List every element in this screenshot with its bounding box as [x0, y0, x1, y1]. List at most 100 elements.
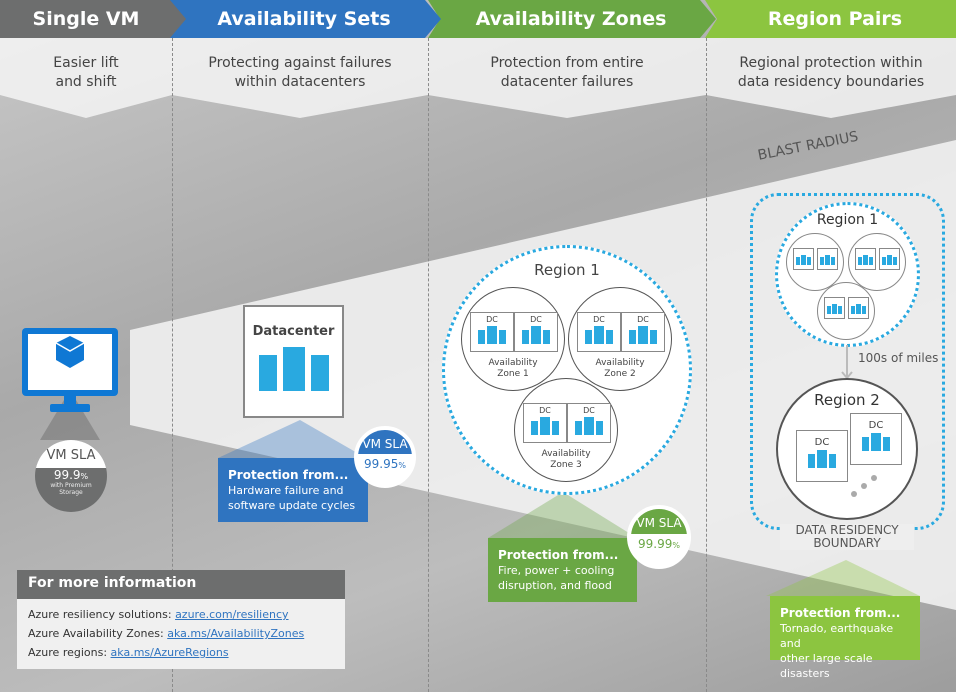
desc-line: Protection from entire [490, 55, 644, 71]
column-divider [428, 38, 429, 692]
dc-icon [879, 248, 900, 270]
boundary-label: DATA RESIDENCY BOUNDARY [780, 524, 914, 550]
info-row: Azure Availability Zones: aka.ms/Availab… [28, 624, 334, 643]
dc-icon: DC [567, 403, 611, 443]
protection-text: Tornado, earthquake and [780, 622, 894, 650]
region-label: Region 1 [534, 261, 600, 279]
header-availability-sets: Availability Sets [217, 8, 391, 30]
sla-note: Storage [59, 489, 83, 496]
dc-label: DC [486, 315, 498, 324]
sla-title: VM SLA [631, 509, 687, 534]
sla-badge-availability-sets: VM SLA 99.95% [354, 426, 416, 488]
zone-label-line: Zone 3 [550, 460, 582, 470]
dc-icon: DC [621, 312, 665, 352]
header-availability-zones: Availability Zones [475, 8, 667, 30]
pointer-green [488, 492, 637, 538]
chevron-blue [168, 0, 441, 38]
dc-label: DC [539, 406, 551, 415]
zone-label-line: Availability [595, 358, 645, 368]
protection-text: software update cycles [228, 499, 356, 512]
mini-zone [786, 233, 844, 291]
arrow-down-icon [841, 345, 853, 380]
protection-box-region-pairs: Protection from... Tornado, earthquake a… [770, 596, 920, 680]
dc-label: DC [868, 420, 884, 431]
desc-region-pairs: Regional protection within data residency… [706, 54, 956, 92]
sla-unit: % [80, 472, 89, 481]
column-divider [706, 38, 707, 692]
mini-zone [848, 233, 906, 291]
dc-icon: DC [523, 403, 567, 443]
server-rack-icon [578, 326, 620, 344]
virtual-machine-icon [22, 328, 118, 412]
column-divider [172, 38, 173, 692]
pointer-lightgreen [766, 560, 920, 596]
protection-title: Protection from... [228, 468, 349, 482]
protection-text: Fire, power + cooling [498, 564, 615, 577]
dc-icon: DC [850, 413, 902, 465]
more-info-panel: For more information Azure resiliency so… [17, 570, 345, 669]
desc-line: within datacenters [234, 74, 366, 90]
protection-title: Protection from... [780, 606, 901, 620]
info-row: Azure regions: aka.ms/AzureRegions [28, 643, 334, 662]
mini-zone [817, 282, 875, 340]
protection-box-availability-sets: Protection from... Hardware failure and … [218, 458, 368, 522]
azure-regions-link[interactable]: aka.ms/AzureRegions [110, 646, 229, 659]
desc-line: Regional protection within [739, 55, 923, 71]
desc-availability-sets: Protecting against failures within datace… [172, 54, 428, 92]
chevron-gray [0, 0, 186, 38]
desc-line: data residency boundaries [737, 74, 925, 90]
info-label: Azure regions: [28, 646, 111, 659]
server-rack-icon [622, 326, 664, 344]
sla-unit: % [398, 461, 406, 470]
protection-text: disruption, and flood [498, 579, 612, 592]
more-dots-icon [851, 475, 877, 497]
server-rack-icon [515, 326, 557, 344]
header-chevrons [0, 0, 956, 38]
subheader-band [0, 38, 956, 118]
info-row: Azure resiliency solutions: azure.com/re… [28, 605, 334, 624]
zone-label-line: Zone 2 [604, 369, 636, 379]
dc-label: DC [637, 315, 649, 324]
datacenter-label: Datacenter [252, 324, 335, 339]
header-region-pairs: Region Pairs [767, 8, 903, 30]
server-rack-icon [245, 347, 342, 391]
server-rack-icon [524, 417, 566, 435]
sla-value: 99.95 [364, 457, 399, 471]
protection-text: Hardware failure and [228, 484, 344, 497]
boundary-label-line: DATA RESIDENCY [795, 523, 899, 537]
more-info-title: For more information [17, 570, 345, 599]
chevron-green [428, 0, 716, 38]
dc-label: DC [530, 315, 542, 324]
desc-line: Protecting against failures [208, 55, 392, 71]
chevron-light-green [705, 0, 956, 38]
desc-line: and shift [55, 74, 117, 90]
header-single-vm: Single VM [32, 8, 140, 30]
pointer-gray [40, 390, 100, 440]
desc-line: datacenter failures [500, 74, 634, 90]
info-label: Azure Availability Zones: [28, 627, 168, 640]
datacenter-icon: Datacenter [243, 305, 344, 418]
availability-zones-link[interactable]: aka.ms/AvailabilityZones [167, 627, 305, 640]
dc-icon [817, 248, 838, 270]
server-rack-icon [568, 417, 610, 435]
dc-label: DC [814, 437, 830, 448]
server-rack-icon [471, 326, 513, 344]
sla-value: 99.99 [638, 537, 673, 551]
region-label: Region 1 [816, 212, 879, 228]
resiliency-link[interactable]: azure.com/resiliency [175, 608, 289, 621]
zone-label-line: Availability [541, 449, 591, 459]
boundary-label-line: BOUNDARY [813, 536, 881, 550]
protection-title: Protection from... [498, 548, 619, 562]
sla-badge-availability-zones: VM SLA 99.99% [627, 505, 691, 569]
dc-icon [848, 297, 869, 319]
dc-icon [824, 297, 845, 319]
zone-label-line: Zone 1 [497, 369, 529, 379]
dc-icon [855, 248, 876, 270]
